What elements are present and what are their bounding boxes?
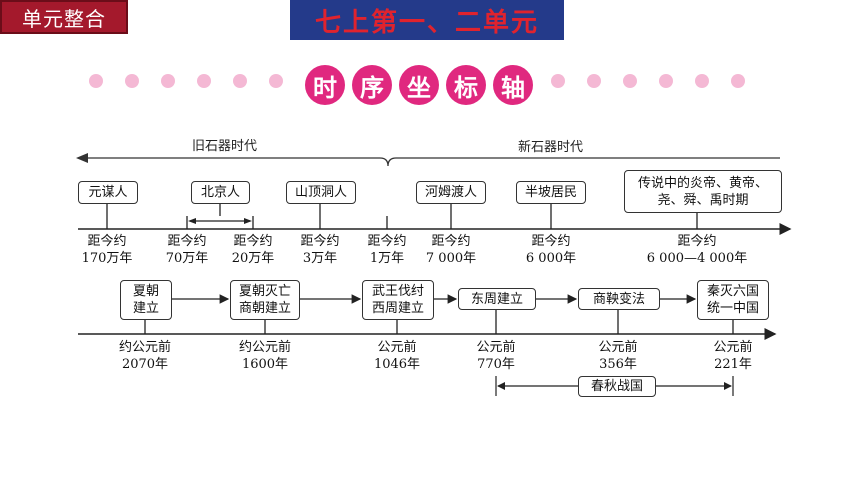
banner-char: 标 — [446, 65, 486, 105]
event-box: 北京人 — [191, 181, 250, 204]
event-box: 东周建立 — [458, 288, 536, 310]
event-box: 商鞅变法 — [578, 288, 660, 310]
decor-dot — [197, 74, 211, 88]
banner-char: 时 — [305, 65, 345, 105]
event-box: 秦灭六国 统一中国 — [697, 280, 769, 320]
banner-char: 轴 — [493, 65, 533, 105]
era-label-neolithic: 新石器时代 — [518, 140, 584, 155]
decor-dot — [623, 74, 637, 88]
page-title: 七上第一、二单元 — [290, 0, 564, 40]
decor-dot — [125, 74, 139, 88]
decor-dot — [89, 74, 103, 88]
event-box: 山顶洞人 — [286, 181, 356, 204]
decor-dot — [587, 74, 601, 88]
banner-char: 坐 — [399, 65, 439, 105]
event-box: 传说中的炎帝、黄帝、 尧、舜、禹时期 — [624, 170, 782, 213]
decor-dot — [731, 74, 745, 88]
era-label-paleolithic: 旧石器时代 — [192, 139, 258, 154]
event-box: 河姆渡人 — [416, 181, 486, 204]
decor-dot — [659, 74, 673, 88]
decor-dot — [233, 74, 247, 88]
decor-dot — [269, 74, 283, 88]
decor-dot — [551, 74, 565, 88]
banner-char: 序 — [352, 65, 392, 105]
decor-dot — [161, 74, 175, 88]
event-box: 元谋人 — [78, 181, 138, 204]
event-box: 武王伐纣 西周建立 — [362, 280, 434, 320]
event-box: 半坡居民 — [516, 181, 586, 204]
event-box: 夏朝灭亡 商朝建立 — [230, 280, 300, 320]
period-box: 春秋战国 — [578, 376, 656, 397]
decor-dot — [695, 74, 709, 88]
unit-badge: 单元整合 — [0, 0, 128, 34]
event-box: 夏朝 建立 — [120, 280, 172, 320]
